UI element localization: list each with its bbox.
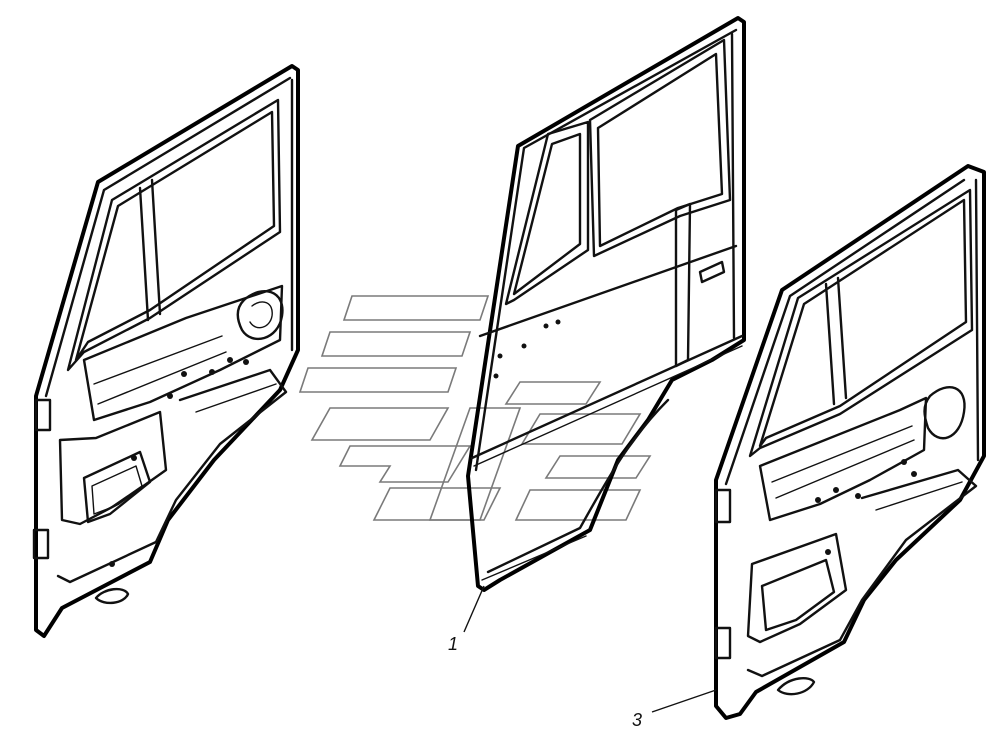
callout-1-label: 1 (448, 634, 458, 654)
callout-3: 3 (632, 689, 717, 730)
watermark-logo (298, 295, 652, 521)
callout-3-label: 3 (632, 710, 642, 730)
door-center (466, 16, 746, 592)
callout-1: 1 (448, 585, 485, 654)
door-right (714, 164, 986, 720)
door-left (32, 64, 300, 638)
